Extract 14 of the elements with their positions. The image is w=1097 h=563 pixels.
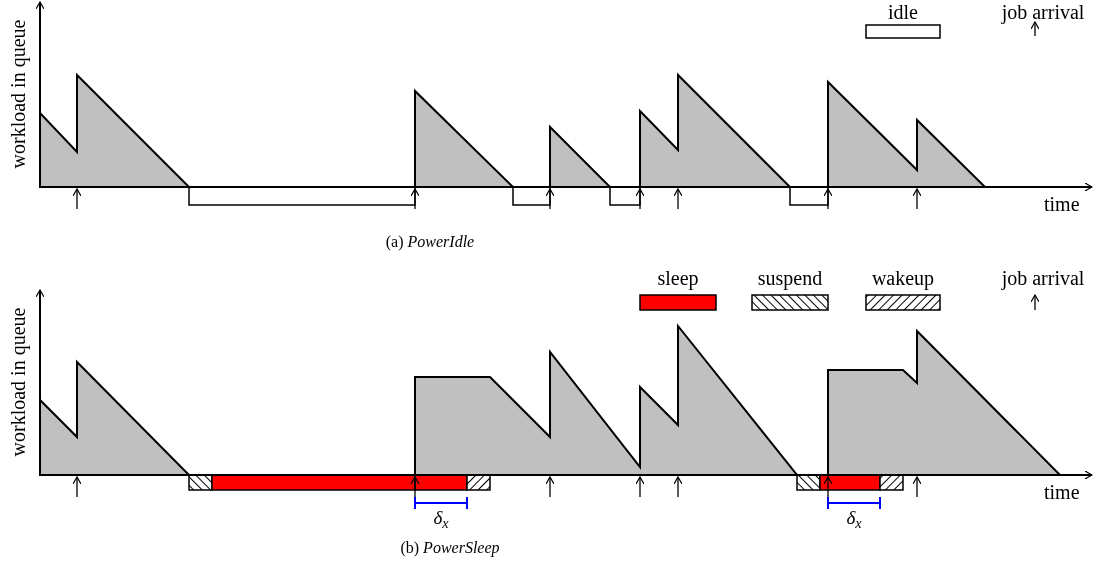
legend-label: sleep [656, 266, 700, 290]
delta-label: δ$_{x}$ [845, 507, 863, 529]
subcaption: (a) PowerIdle [384, 232, 476, 252]
legend-label: wakeup [870, 266, 936, 290]
subcaption: (b) PowerSleep [399, 538, 501, 558]
delta-label: δ$_{x}$ [432, 507, 450, 529]
axis-label: workload in queue [6, 18, 30, 171]
legend-label: job arrival [1000, 0, 1086, 24]
axis-label: time [1044, 192, 1081, 216]
axis-label: workload in queue [6, 306, 30, 459]
legend-label: idle [887, 0, 919, 24]
axis-label: time [1044, 480, 1081, 504]
legend-label: job arrival [1000, 266, 1086, 290]
legend-label: suspend [756, 266, 824, 290]
